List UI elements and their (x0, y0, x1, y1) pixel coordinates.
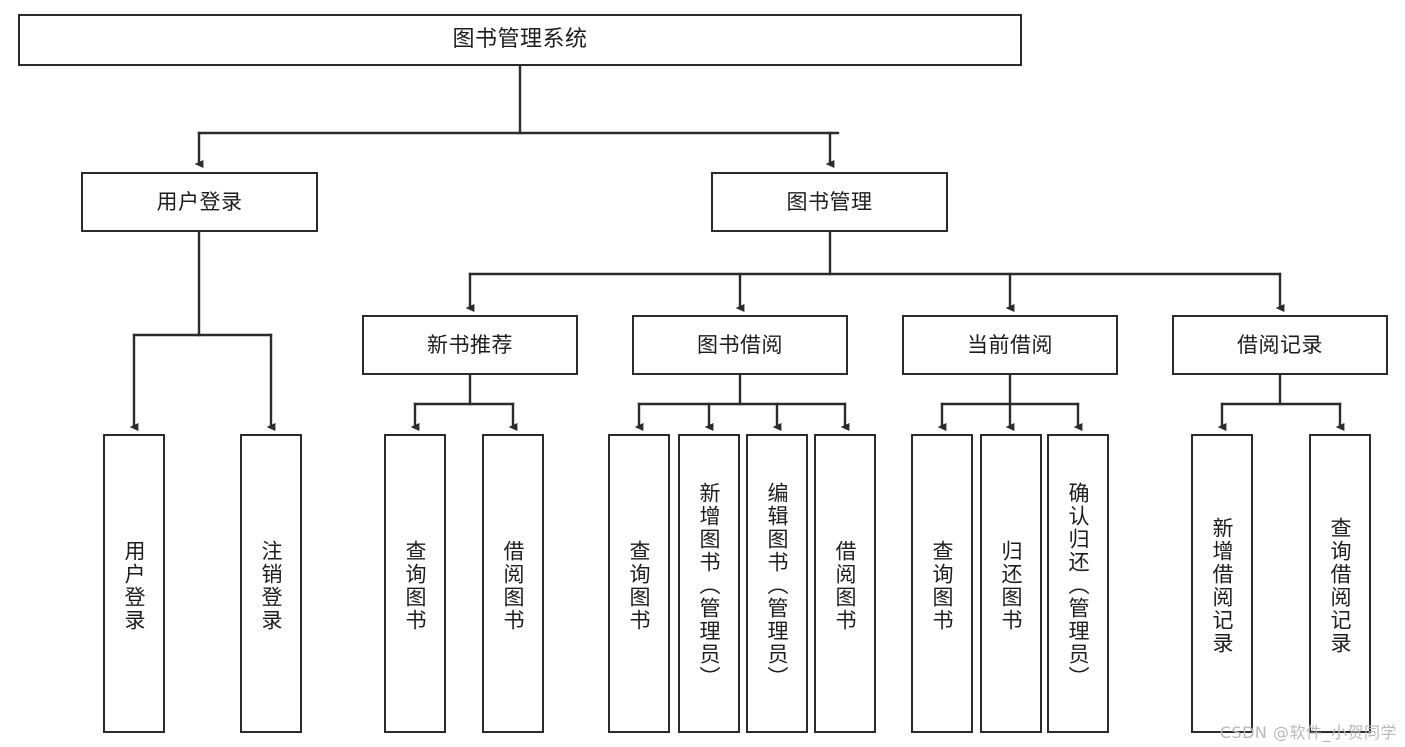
node-book-borrow[interactable]: 图书借阅 (632, 315, 848, 375)
node-label: 借阅图书 (501, 539, 526, 632)
node-label: 当前借阅 (967, 332, 1053, 357)
node-book-manage[interactable]: 图书管理 (711, 172, 948, 232)
node-leaf-recommend-query-book[interactable]: 查询图书 (384, 434, 446, 733)
node-label: 借阅记录 (1237, 332, 1323, 357)
node-leaf-record-add-record[interactable]: 新增借阅记录 (1191, 434, 1253, 733)
node-leaf-current-confirm-return-admin[interactable]: 确认归还（管理员） (1047, 434, 1109, 733)
node-leaf-borrow-query-book[interactable]: 查询图书 (608, 434, 670, 733)
node-label: 确认归还（管理员） (1066, 482, 1091, 689)
node-label: 图书管理 (786, 189, 873, 214)
node-root-system[interactable]: 图书管理系统 (18, 14, 1022, 66)
node-label: 注销登录 (259, 539, 284, 632)
node-leaf-current-query-book[interactable]: 查询图书 (911, 434, 973, 733)
node-label: 新书推荐 (427, 332, 513, 357)
node-label: 查询图书 (627, 539, 652, 632)
node-leaf-borrow-borrow-book[interactable]: 借阅图书 (814, 434, 876, 733)
node-new-book-recommend[interactable]: 新书推荐 (362, 315, 578, 375)
node-label: 新增借阅记录 (1210, 516, 1235, 655)
node-label: 用户登录 (122, 539, 147, 632)
node-label: 图书借阅 (697, 332, 783, 357)
node-user-login[interactable]: 用户登录 (81, 172, 318, 232)
node-label: 编辑图书（管理员） (765, 482, 790, 689)
node-label: 查询图书 (930, 539, 955, 632)
node-leaf-current-return-book[interactable]: 归还图书 (980, 434, 1042, 733)
node-label: 用户登录 (156, 189, 243, 214)
node-label: 图书管理系统 (452, 27, 588, 53)
node-leaf-recommend-borrow-book[interactable]: 借阅图书 (482, 434, 544, 733)
node-leaf-borrow-add-book-admin[interactable]: 新增图书（管理员） (678, 434, 740, 733)
node-leaf-user-logout[interactable]: 注销登录 (240, 434, 302, 733)
node-label: 归还图书 (999, 539, 1024, 632)
csdn-watermark: CSDN @软件_小贺同学 (1219, 723, 1397, 742)
node-leaf-record-query-record[interactable]: 查询借阅记录 (1309, 434, 1371, 733)
node-borrow-record[interactable]: 借阅记录 (1172, 315, 1388, 375)
node-label: 借阅图书 (833, 539, 858, 632)
node-current-borrow[interactable]: 当前借阅 (902, 315, 1118, 375)
node-label: 新增图书（管理员） (697, 482, 722, 689)
node-label: 查询图书 (403, 539, 428, 632)
node-leaf-user-login[interactable]: 用户登录 (103, 434, 165, 733)
node-leaf-borrow-edit-book-admin[interactable]: 编辑图书（管理员） (746, 434, 808, 733)
node-label: 查询借阅记录 (1328, 516, 1353, 655)
